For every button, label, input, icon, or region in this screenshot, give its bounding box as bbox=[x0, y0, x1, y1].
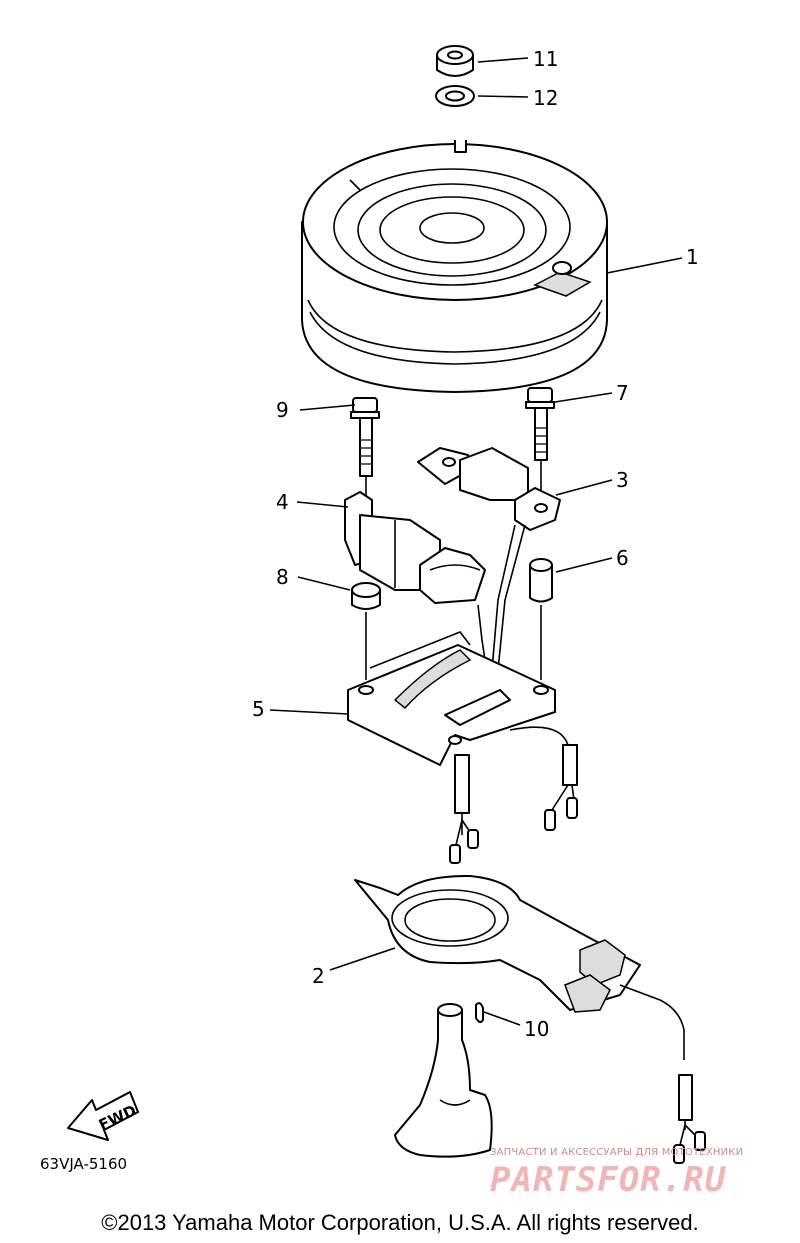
stator-base-plate-part-2 bbox=[354, 874, 706, 1164]
watermark-logo: PARTSFOR.RU bbox=[490, 1160, 727, 1200]
callout-2: 2 bbox=[312, 964, 325, 988]
callout-4: 4 bbox=[276, 490, 289, 514]
pulser-coil-part-3 bbox=[417, 447, 561, 531]
lead-wires-base bbox=[449, 726, 578, 864]
leader-lines bbox=[269, 57, 683, 1026]
callout-5: 5 bbox=[252, 697, 265, 721]
callout-7: 7 bbox=[616, 381, 629, 405]
callout-12: 12 bbox=[533, 86, 558, 110]
washer-part-12 bbox=[435, 85, 475, 107]
callout-8: 8 bbox=[276, 565, 289, 589]
callout-3: 3 bbox=[616, 468, 629, 492]
coil-base-part-5 bbox=[347, 631, 556, 766]
crankshaft-boss bbox=[394, 1003, 493, 1158]
bolt-part-9 bbox=[350, 397, 380, 477]
watermark-caption: ЗАПЧАСТИ И АКСЕССУАРЫ ДЛЯ МОТОТЕХНИКИ bbox=[490, 1147, 744, 1158]
callout-1: 1 bbox=[686, 245, 699, 269]
flywheel-part-1 bbox=[301, 140, 608, 393]
key-part-10 bbox=[475, 1002, 484, 1024]
callout-10: 10 bbox=[524, 1017, 549, 1041]
callout-6: 6 bbox=[616, 546, 629, 570]
diagram-code: 63VJA-5160 bbox=[40, 1155, 128, 1173]
charge-coil-part-4 bbox=[344, 491, 486, 604]
nut-part-11 bbox=[436, 45, 474, 77]
callout-11: 11 bbox=[533, 47, 558, 71]
collar-part-6 bbox=[529, 558, 553, 603]
bolt-part-7 bbox=[525, 387, 555, 461]
collar-part-8 bbox=[351, 582, 381, 610]
callout-9: 9 bbox=[276, 398, 289, 422]
fwd-direction-arrow: FWD bbox=[67, 1091, 139, 1141]
copyright-notice: ©2013 Yamaha Motor Corporation, U.S.A. A… bbox=[101, 1210, 699, 1235]
